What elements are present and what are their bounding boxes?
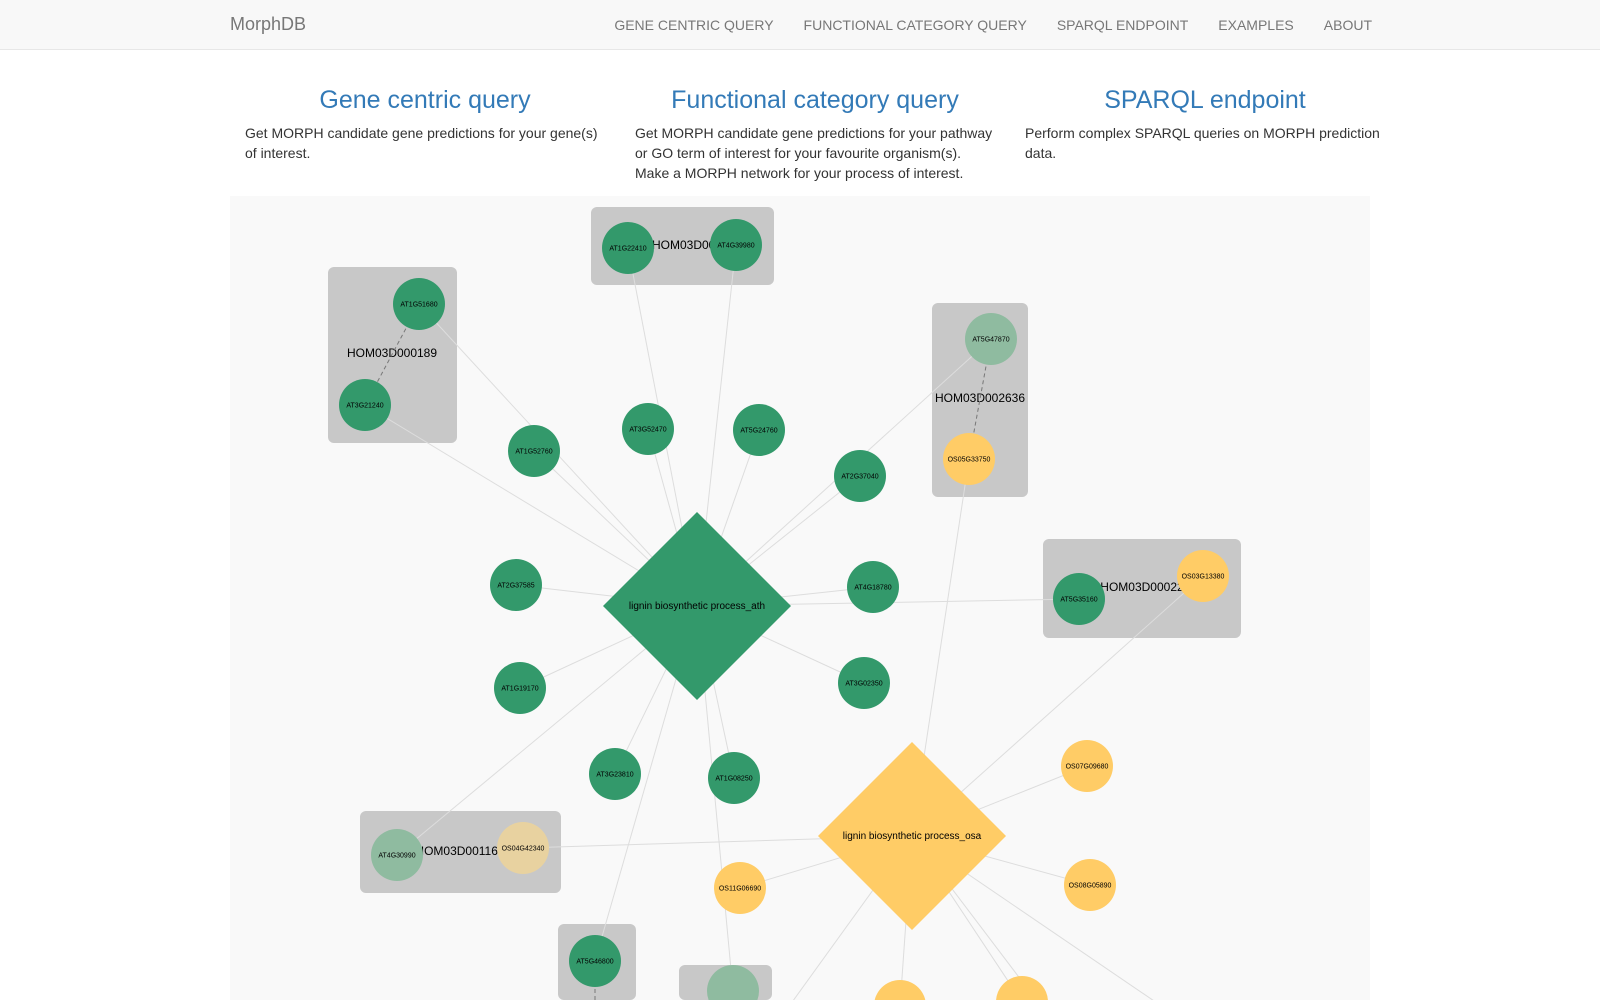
gene-node-label: OS08G05890 xyxy=(1069,883,1112,890)
gene-node[interactable] xyxy=(707,965,759,1000)
process-hub-label: lignin biosynthetic process_ath xyxy=(629,601,765,612)
gene-node-label: AT5G35160 xyxy=(1060,597,1097,604)
homology-group-label: HOM03D00022 xyxy=(1100,580,1184,594)
gene-node-label: AT1G19170 xyxy=(501,686,538,693)
gene-node[interactable] xyxy=(1177,550,1229,602)
homology-link xyxy=(364,303,420,406)
gene-node[interactable] xyxy=(339,379,391,431)
gene-node[interactable] xyxy=(602,222,654,274)
gene-node[interactable] xyxy=(371,829,423,881)
gene-node-label: AT2G37040 xyxy=(841,474,878,481)
gene-node[interactable] xyxy=(733,404,785,456)
nav-gene-centric-query[interactable]: GENE CENTRIC QUERY xyxy=(614,17,774,33)
gene-node-label: OS03G13380 xyxy=(1182,574,1225,581)
gene-node-label: AT4G18780 xyxy=(854,585,891,592)
homology-group-label: HOM03D001169 xyxy=(415,844,504,858)
feature-title-gene-centric[interactable]: Gene centric query xyxy=(319,86,531,114)
feature-functional-category: Functional category query Get MORPH cand… xyxy=(635,86,995,183)
feature-sparql: SPARQL endpoint Perform complex SPARQL q… xyxy=(1025,86,1385,163)
gene-node[interactable] xyxy=(834,450,886,502)
gene-node[interactable] xyxy=(1053,573,1105,625)
gene-node[interactable] xyxy=(874,980,926,1000)
feature-title-sparql[interactable]: SPARQL endpoint xyxy=(1104,86,1306,114)
gene-node-label: AT3G02350 xyxy=(845,681,882,688)
gene-node[interactable] xyxy=(943,433,995,485)
brand-logo[interactable]: MorphDB xyxy=(230,14,307,34)
main-nav: GENE CENTRIC QUERY FUNCTIONAL CATEGORY Q… xyxy=(614,17,1372,33)
process-hub-label: lignin biosynthetic process_osa xyxy=(843,831,982,842)
gene-node-label: AT3G52470 xyxy=(629,427,666,434)
gene-node[interactable] xyxy=(1061,740,1113,792)
gene-node-label: AT1G08250 xyxy=(715,776,752,783)
gene-node-label: AT5G24760 xyxy=(740,428,777,435)
gene-node-label: AT1G22410 xyxy=(609,246,646,253)
gene-node-label: AT4G30990 xyxy=(378,853,415,860)
gene-node[interactable] xyxy=(1064,859,1116,911)
gene-node-label: AT4G39980 xyxy=(717,243,754,250)
gene-node[interactable] xyxy=(393,278,445,330)
feature-description-sparql: Perform complex SPARQL queries on MORPH … xyxy=(1025,125,1380,161)
gene-node-label: AT5G47870 xyxy=(972,337,1009,344)
homology-group-label: HOM03D000189 xyxy=(347,346,437,360)
gene-node-label: AT1G52760 xyxy=(515,449,552,456)
gene-node-label: OS05G33750 xyxy=(948,457,991,464)
feature-description-functional-category: Get MORPH candidate gene predictions for… xyxy=(635,125,993,181)
gene-node-label: OS11G06690 xyxy=(719,886,761,893)
gene-node[interactable] xyxy=(838,657,890,709)
feature-title-functional-category[interactable]: Functional category query xyxy=(671,86,959,114)
nav-sparql-endpoint[interactable]: SPARQL ENDPOINT xyxy=(1056,17,1189,33)
gene-node-label: AT1G51680 xyxy=(400,302,437,309)
nav-examples[interactable]: EXAMPLES xyxy=(1218,17,1294,33)
feature-description-gene-centric: Get MORPH candidate gene predictions for… xyxy=(245,125,598,161)
gene-node[interactable] xyxy=(710,219,762,271)
gene-node[interactable] xyxy=(589,748,641,800)
process-hub-node[interactable] xyxy=(818,742,1006,930)
homology-group-label: HOM03D001 xyxy=(652,238,722,252)
gene-node[interactable] xyxy=(508,425,560,477)
gene-node[interactable] xyxy=(490,559,542,611)
gene-node-label: OS07G09680 xyxy=(1066,764,1109,771)
gene-node[interactable] xyxy=(965,313,1017,365)
gene-node[interactable] xyxy=(494,662,546,714)
network-graph[interactable]: HOM03D001HOM03D000189HOM03D002636HOM03D0… xyxy=(230,196,1370,1000)
gene-node-label: AT5G46800 xyxy=(576,959,613,966)
gene-node[interactable] xyxy=(497,822,549,874)
gene-node-label: OS04G42340 xyxy=(502,846,545,853)
process-hub-node[interactable] xyxy=(603,512,791,700)
feature-gene-centric: Gene centric query Get MORPH candidate g… xyxy=(245,86,605,163)
gene-node-label: AT3G23810 xyxy=(596,772,633,779)
gene-node[interactable] xyxy=(996,976,1048,1000)
gene-node[interactable] xyxy=(622,403,674,455)
nav-functional-category-query[interactable]: FUNCTIONAL CATEGORY QUERY xyxy=(803,17,1027,33)
gene-node-label: AT2G37585 xyxy=(497,583,534,590)
gene-node[interactable] xyxy=(847,561,899,613)
top-navbar: MorphDB GENE CENTRIC QUERY FUNCTIONAL CA… xyxy=(0,0,1600,50)
nav-about[interactable]: ABOUT xyxy=(1323,17,1372,33)
gene-node[interactable] xyxy=(708,752,760,804)
gene-node[interactable] xyxy=(569,935,621,987)
gene-node-label: AT3G21240 xyxy=(346,403,383,410)
gene-node[interactable] xyxy=(714,862,766,914)
